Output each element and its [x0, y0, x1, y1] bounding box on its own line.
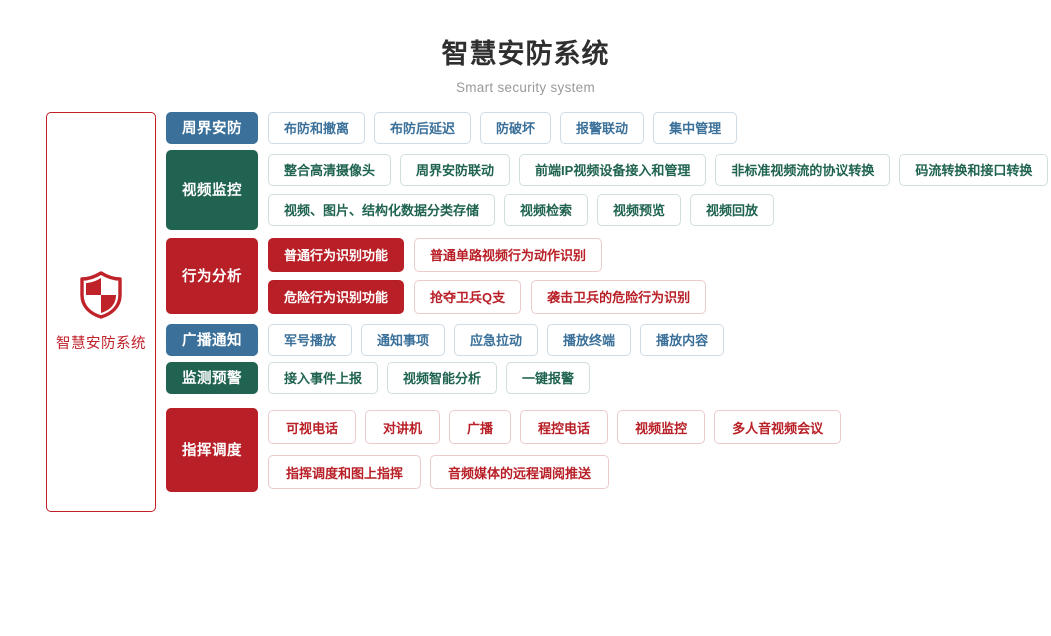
feature-pill[interactable]: 接入事件上报 [268, 361, 379, 394]
item-line: 视频、图片、结构化数据分类存储 视频检索 视频预览 视频回放 [268, 193, 1051, 226]
category-video[interactable]: 视频监控 [166, 149, 258, 230]
row-perimeter: 周界安防 布防和撤离 布防后延迟 防破坏 报警联动 集中管理 [166, 111, 1051, 144]
feature-pill[interactable]: 袭击卫兵的危险行为识别 [531, 279, 707, 314]
feature-pill-primary[interactable]: 普通行为识别功能 [268, 237, 405, 272]
feature-pill[interactable]: 广播 [449, 410, 512, 445]
feature-pill[interactable]: 视频回放 [690, 193, 775, 226]
feature-pill[interactable]: 通知事项 [361, 323, 446, 356]
feature-pill[interactable]: 布防和撤离 [268, 111, 366, 144]
feature-pill[interactable]: 非标准视频流的协议转换 [715, 153, 891, 186]
category-monitor[interactable]: 监测预警 [166, 361, 258, 394]
category-rows: 周界安防 布防和撤离 布防后延迟 防破坏 报警联动 集中管理 视频监控 整合高清… [166, 111, 1051, 498]
item-line: 军号播放 通知事项 应急拉动 播放终端 播放内容 [268, 323, 1051, 356]
feature-pill[interactable]: 播放终端 [547, 323, 632, 356]
root-node-panel[interactable]: 智慧安防系统 [46, 111, 156, 512]
feature-pill[interactable]: 视频预览 [597, 193, 682, 226]
item-line: 整合高清摄像头 周界安防联动 前端IP视频设备接入和管理 非标准视频流的协议转换… [268, 153, 1051, 186]
feature-pill[interactable]: 多人音视频会议 [714, 410, 842, 445]
feature-pill-primary[interactable]: 危险行为识别功能 [268, 279, 405, 314]
feature-pill[interactable]: 程控电话 [520, 410, 609, 445]
feature-pill[interactable]: 码流转换和接口转换 [899, 153, 1049, 186]
feature-pill[interactable]: 抢夺卫兵Q支 [414, 279, 522, 314]
feature-pill[interactable]: 周界安防联动 [400, 153, 511, 186]
items-perimeter: 布防和撤离 布防后延迟 防破坏 报警联动 集中管理 [268, 111, 1051, 144]
root-node-label: 智慧安防系统 [56, 335, 146, 352]
items-command: 可视电话 对讲机 广播 程控电话 视频监控 多人音视频会议 指挥调度和图上指挥 … [268, 408, 1051, 492]
category-perimeter[interactable]: 周界安防 [166, 111, 258, 144]
item-line: 接入事件上报 视频智能分析 一键报警 [268, 361, 1051, 394]
feature-pill[interactable]: 视频监控 [617, 410, 706, 445]
feature-pill[interactable]: 视频检索 [504, 193, 589, 226]
architecture-diagram: 智慧安防系统 周界安防 布防和撤离 布防后延迟 防破坏 报警联动 集中管理 视频… [0, 111, 1051, 512]
feature-pill[interactable]: 整合高清摄像头 [268, 153, 392, 186]
category-command[interactable]: 指挥调度 [166, 407, 258, 492]
feature-pill[interactable]: 报警联动 [560, 111, 645, 144]
row-video: 视频监控 整合高清摄像头 周界安防联动 前端IP视频设备接入和管理 非标准视频流… [166, 149, 1051, 230]
category-behavior[interactable]: 行为分析 [166, 237, 258, 314]
item-line: 布防和撤离 布防后延迟 防破坏 报警联动 集中管理 [268, 111, 1051, 144]
items-video: 整合高清摄像头 周界安防联动 前端IP视频设备接入和管理 非标准视频流的协议转换… [268, 150, 1051, 230]
row-broadcast: 广播通知 军号播放 通知事项 应急拉动 播放终端 播放内容 [166, 323, 1051, 356]
feature-pill[interactable]: 对讲机 [365, 410, 441, 445]
feature-pill[interactable]: 音频媒体的远程调阅推送 [430, 455, 610, 490]
category-broadcast[interactable]: 广播通知 [166, 323, 258, 356]
page-header: 智慧安防系统 Smart security system [0, 0, 1051, 95]
items-behavior: 普通行为识别功能 普通单路视频行为动作识别 危险行为识别功能 抢夺卫兵Q支 袭击… [268, 237, 1051, 314]
shield-icon [79, 271, 123, 319]
feature-pill[interactable]: 一键报警 [506, 361, 591, 394]
item-line: 普通行为识别功能 普通单路视频行为动作识别 [268, 237, 1051, 272]
feature-pill[interactable]: 普通单路视频行为动作识别 [414, 237, 603, 272]
feature-pill[interactable]: 播放内容 [640, 323, 725, 356]
page-title: 智慧安防系统 [441, 39, 610, 69]
feature-pill[interactable]: 视频、图片、结构化数据分类存储 [268, 193, 496, 226]
row-monitor: 监测预警 接入事件上报 视频智能分析 一键报警 [166, 361, 1051, 394]
page-subtitle: Smart security system [455, 79, 596, 95]
feature-pill[interactable]: 视频智能分析 [387, 361, 498, 394]
items-monitor: 接入事件上报 视频智能分析 一键报警 [268, 361, 1051, 394]
feature-pill[interactable]: 军号播放 [268, 323, 353, 356]
feature-pill[interactable]: 布防后延迟 [374, 111, 472, 144]
feature-pill[interactable]: 集中管理 [653, 111, 738, 144]
item-line: 危险行为识别功能 抢夺卫兵Q支 袭击卫兵的危险行为识别 [268, 279, 1051, 314]
item-line: 可视电话 对讲机 广播 程控电话 视频监控 多人音视频会议 [268, 410, 1051, 445]
feature-pill[interactable]: 防破坏 [480, 111, 552, 144]
feature-pill[interactable]: 应急拉动 [454, 323, 539, 356]
feature-pill[interactable]: 前端IP视频设备接入和管理 [519, 153, 707, 186]
feature-pill[interactable]: 指挥调度和图上指挥 [268, 455, 422, 490]
items-broadcast: 军号播放 通知事项 应急拉动 播放终端 播放内容 [268, 323, 1051, 356]
row-command: 指挥调度 可视电话 对讲机 广播 程控电话 视频监控 多人音视频会议 指挥调度和… [166, 407, 1051, 492]
feature-pill[interactable]: 可视电话 [268, 410, 357, 445]
row-behavior: 行为分析 普通行为识别功能 普通单路视频行为动作识别 危险行为识别功能 抢夺卫兵… [166, 237, 1051, 314]
item-line: 指挥调度和图上指挥 音频媒体的远程调阅推送 [268, 455, 1051, 490]
